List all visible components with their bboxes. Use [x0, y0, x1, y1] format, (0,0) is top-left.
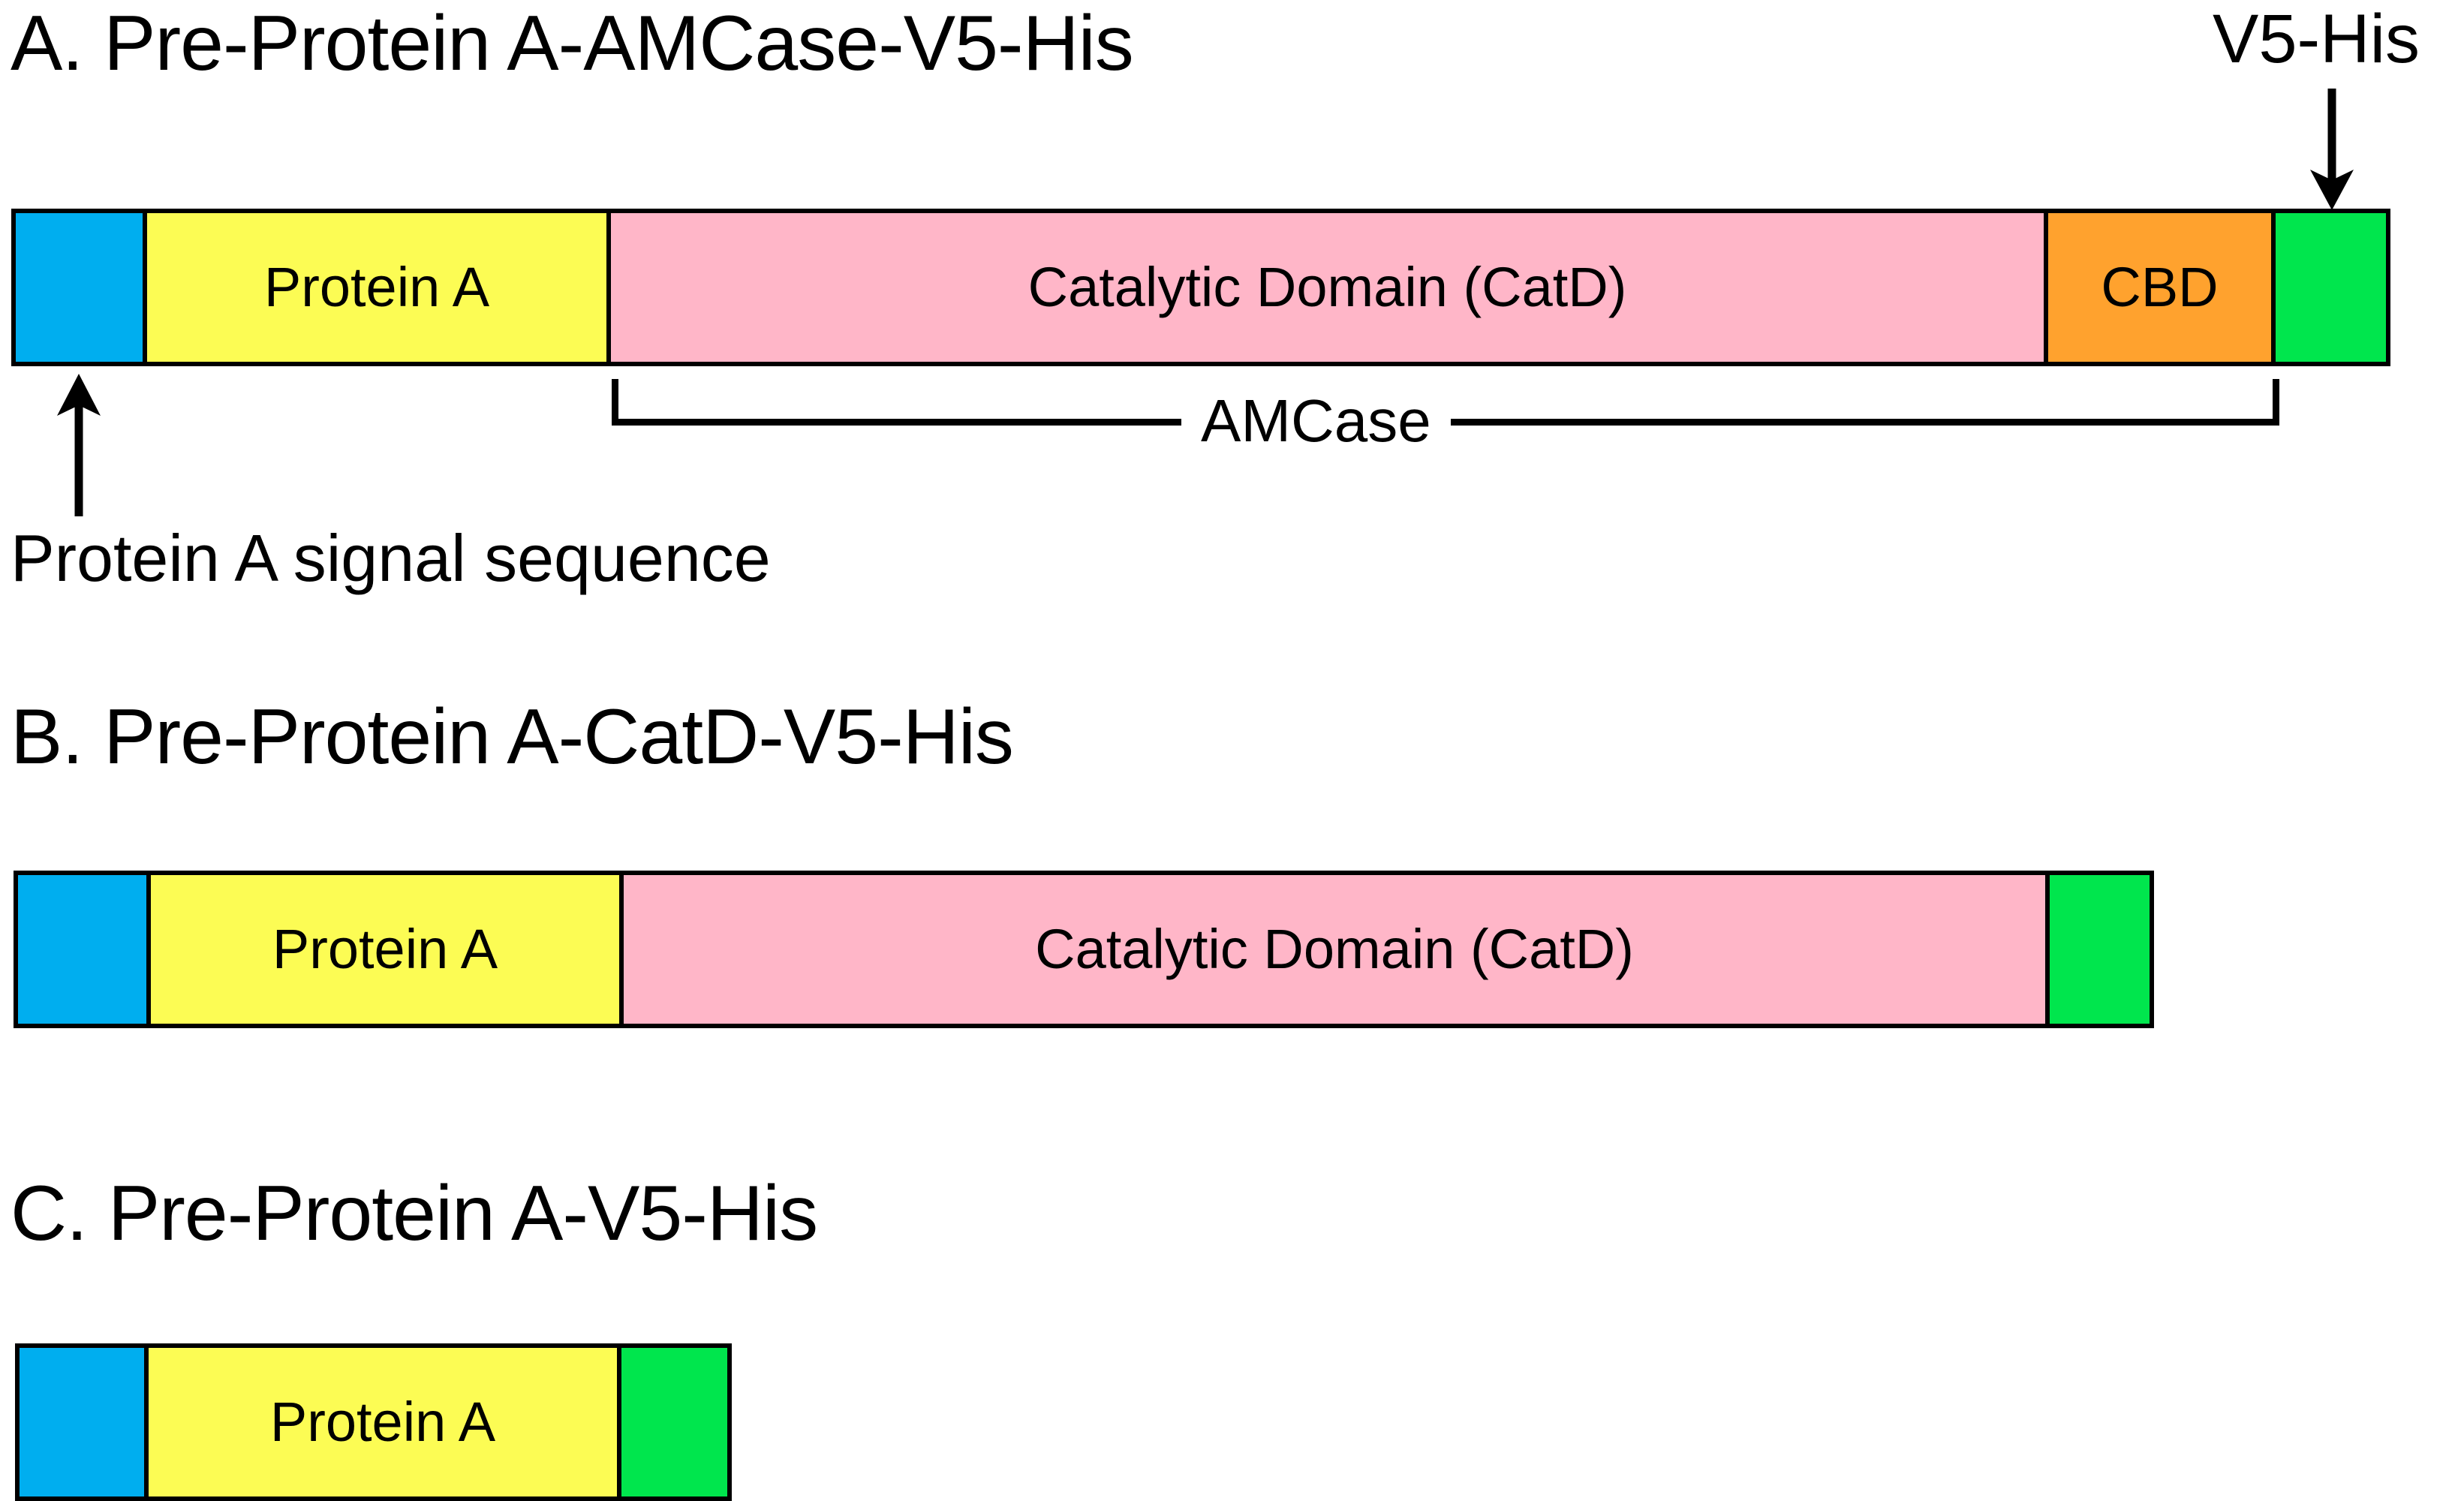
segment-protein-a-a: Protein A	[147, 213, 611, 362]
segment-label-catalytic-domain-b: Catalytic Domain (CatD)	[1035, 918, 1634, 980]
segment-v5-his-c	[621, 1348, 727, 1496]
amcase-bracket-label: AMCase	[1181, 391, 1451, 451]
segment-catalytic-domain-a: Catalytic Domain (CatD)	[611, 213, 2048, 362]
segment-signal-sequence-a	[16, 213, 147, 362]
construct-bar-b: Protein A Catalytic Domain (CatD)	[14, 871, 2154, 1028]
segment-label-protein-a-c: Protein A	[269, 1391, 496, 1453]
segment-cbd-a: CBD	[2048, 213, 2276, 362]
panel-b-title: B. Pre-Protein A-CatD-V5-His	[11, 693, 1014, 781]
segment-label-protein-a-a: Protein A	[263, 256, 490, 318]
segment-label-cbd-a: CBD	[2101, 256, 2219, 318]
segment-protein-a-c: Protein A	[149, 1348, 621, 1496]
segment-signal-sequence-c	[20, 1348, 149, 1496]
segment-label-protein-a-b: Protein A	[272, 918, 498, 980]
segment-protein-a-b: Protein A	[151, 875, 624, 1024]
v5-his-tag-label: V5-His	[2213, 1, 2420, 77]
panel-a-title: A. Pre-Protein A-AMCase-V5-His	[11, 0, 1134, 87]
construct-bar-a: Protein A Catalytic Domain (CatD) CBD	[11, 209, 2390, 366]
segment-label-catalytic-domain-a: Catalytic Domain (CatD)	[1027, 256, 1627, 318]
signal-sequence-note: Protein A signal sequence	[11, 521, 771, 595]
signal-sequence-arrow-up-icon	[57, 374, 101, 516]
v5-his-arrow-down-icon	[2310, 89, 2354, 210]
segment-v5-his-b	[2050, 875, 2150, 1024]
construct-bar-c: Protein A	[15, 1343, 732, 1501]
panel-c-title: C. Pre-Protein A-V5-His	[11, 1170, 818, 1257]
segment-v5-his-a	[2276, 213, 2386, 362]
segment-catalytic-domain-b: Catalytic Domain (CatD)	[624, 875, 2050, 1024]
segment-signal-sequence-b	[18, 875, 151, 1024]
